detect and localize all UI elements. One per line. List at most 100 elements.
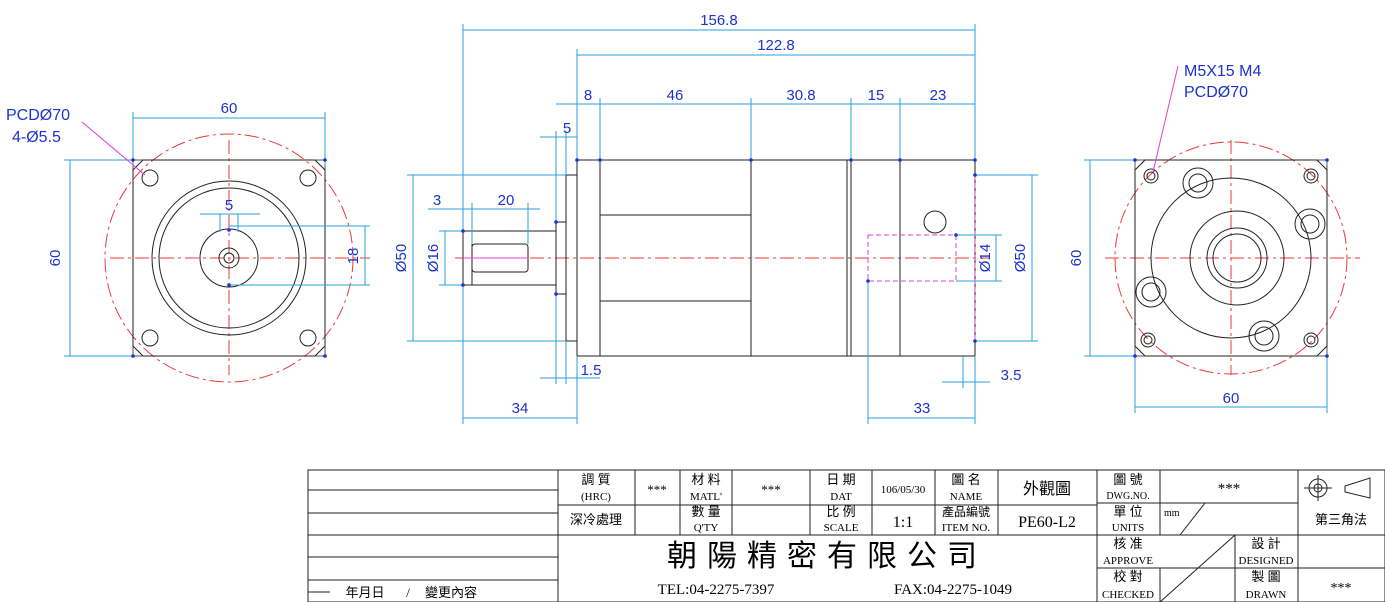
right-width-dim: 60: [1223, 390, 1240, 407]
left-flange-square: [132, 159, 326, 357]
dim-20-side: 20: [498, 192, 515, 209]
left-key-dim: 5: [225, 197, 233, 214]
dim-1-5: 1.5: [581, 362, 602, 379]
right-thread-hole-bl: [1140, 332, 1156, 348]
left-bolt-hole-tl: [141, 169, 159, 187]
access-hole: [923, 210, 947, 234]
left-callout-leader: [81, 121, 146, 176]
hardness-label: 調 質: [581, 472, 610, 487]
dim-3-5: 3.5: [1001, 367, 1022, 384]
right-bore-inner: [1212, 233, 1262, 283]
revision-separator: /: [406, 585, 410, 600]
qty-label: 數 量: [691, 504, 720, 519]
scale-value: 1:1: [893, 514, 913, 531]
qty-sub: Q'TY: [694, 522, 719, 534]
hardness-value: ***: [647, 482, 667, 497]
right-hole-top-left: [1182, 167, 1214, 199]
checked-sub: CHECKED: [1102, 589, 1154, 601]
left-width-dim: 60: [221, 100, 238, 117]
dwg-value: ***: [1218, 481, 1241, 497]
item-label: 產品編號: [942, 504, 990, 519]
date-label: 日 期: [826, 472, 855, 487]
right-bore-outer: [1206, 227, 1268, 289]
designed-label: 設 計: [1251, 536, 1280, 551]
company-tel: TEL:04-2275-7397: [658, 582, 775, 598]
side-view: 156.8 122.8 8 46 30.8 15 23 5 3 20 Ø50 Ø…: [393, 12, 1038, 424]
dim-34: 34: [512, 400, 529, 417]
left-body-circle: [151, 180, 307, 336]
name-label: 圖 名: [951, 472, 980, 487]
drawn-value: ***: [1331, 581, 1352, 596]
seg-23-dim: 23: [930, 87, 947, 104]
date-sub: DAT: [830, 491, 852, 503]
units-value: mm: [1164, 508, 1180, 519]
dim-5-side: 5: [563, 120, 571, 137]
right-height-dim: 60: [1068, 250, 1085, 267]
item-sub: ITEM NO.: [942, 522, 991, 534]
approve-sub: APPROVE: [1103, 555, 1153, 567]
body-length-dim: 122.8: [757, 37, 795, 54]
third-angle-projection-icon: [1304, 475, 1371, 501]
right-callout-line1: M5X15 M4: [1184, 63, 1261, 80]
scale-label: 比 例: [826, 504, 855, 519]
right-thread-hole-tr: [1303, 168, 1319, 184]
dia-50-right-dim: Ø50: [1012, 244, 1029, 272]
material-sub: MATL': [690, 491, 722, 503]
revision-date-label: 年月日: [345, 585, 384, 600]
material-value: ***: [761, 482, 781, 497]
dia-50-left-dim: Ø50: [393, 244, 410, 272]
left-shaft-bore: [218, 247, 240, 269]
right-body-circle: [1150, 177, 1312, 339]
name-sub: NAME: [950, 491, 983, 503]
right-rear-view: 60 60 M5X15 M4 PCDØ70: [1068, 63, 1360, 413]
checked-label: 校 對: [1113, 569, 1142, 584]
drawn-label: 製 圖: [1251, 569, 1280, 584]
company-fax: FAX:04-2275-1049: [894, 582, 1012, 598]
left-bolt-hole-bl: [141, 329, 159, 347]
left-18-dim: 18: [345, 248, 362, 265]
right-thread-hole-br: [1303, 332, 1319, 348]
projection-label: 第三角法: [1315, 512, 1367, 527]
dwg-sub: DWG.NO.: [1106, 491, 1149, 502]
right-hole-bottom: [1248, 320, 1280, 352]
item-value: PE60-L2: [1018, 514, 1076, 531]
revision-content-label: 變更內容: [425, 585, 477, 600]
seg-30-8-dim: 30.8: [786, 87, 815, 104]
approve-label: 核 准: [1113, 536, 1142, 551]
left-shaft-center: [223, 252, 235, 264]
company-name: 朝陽精密有限公司: [667, 540, 987, 573]
drawn-sub: DRAWN: [1246, 589, 1287, 601]
left-front-view: 60 60 5 18 PCDØ70 4-Ø5.5: [6, 100, 370, 383]
right-thread-hole-tl: [1143, 168, 1159, 184]
seg-8-dim: 8: [584, 87, 592, 104]
right-hole-right: [1294, 208, 1326, 240]
left-bolt-hole-tr: [299, 169, 317, 187]
dia-16-dim: Ø16: [425, 244, 442, 272]
dim-33: 33: [914, 400, 931, 417]
designed-sub: DESIGNED: [1239, 555, 1294, 567]
right-callout-line2: PCDØ70: [1184, 84, 1248, 101]
right-flange-square: [1134, 159, 1328, 357]
input-bore-hidden: [867, 234, 957, 282]
title-block: 調 質 (HRC) *** 材 料 MATL' *** 日 期 DAT 106/…: [307, 469, 1385, 602]
material-label: 材 料: [691, 472, 720, 487]
left-callout-line1: PCDØ70: [6, 107, 70, 124]
left-body-inner-circle: [158, 187, 300, 329]
right-hole-left: [1135, 276, 1167, 308]
date-value: 106/05/30: [881, 484, 926, 496]
seg-46-dim: 46: [667, 87, 684, 104]
seg-15-dim: 15: [868, 87, 885, 104]
left-callout-line2: 4-Ø5.5: [12, 129, 61, 146]
dia-14-dim: Ø14: [977, 244, 994, 272]
units-sub: UNITS: [1112, 522, 1144, 534]
left-bolt-hole-br: [299, 329, 317, 347]
right-hub-circle: [1189, 210, 1285, 306]
right-callout-leader: [1152, 65, 1179, 173]
units-label: 單 位: [1113, 504, 1142, 519]
treatment-label: 深冷處理: [570, 512, 622, 527]
total-length-dim: 156.8: [700, 12, 738, 29]
name-value: 外觀圖: [1023, 480, 1071, 498]
hardness-sub: (HRC): [581, 491, 611, 503]
dim-3-side: 3: [433, 192, 441, 209]
